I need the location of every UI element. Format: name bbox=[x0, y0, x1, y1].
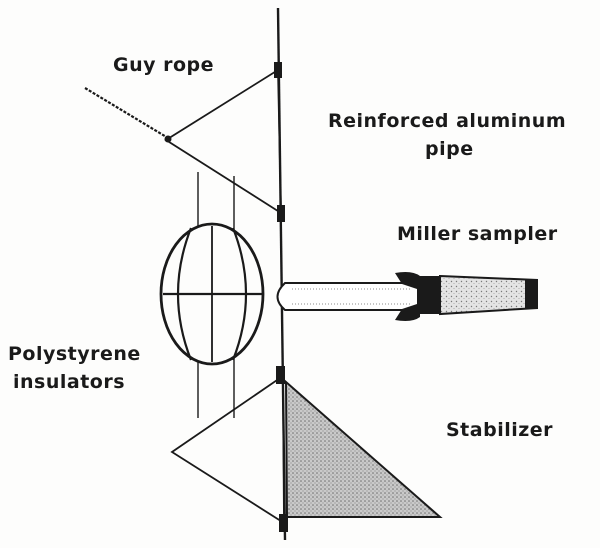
upper-frame-clamp-top bbox=[274, 62, 282, 78]
label-pipe: pipe bbox=[425, 138, 474, 160]
label-polystyrene: Polystyrene bbox=[8, 343, 141, 365]
label-guy-rope: Guy rope bbox=[113, 54, 214, 76]
lower-frame-triangle bbox=[170, 374, 285, 525]
lower-frame-clamp-top bbox=[276, 366, 285, 384]
guy-rope-line bbox=[84, 87, 169, 139]
polystyrene-insulators bbox=[159, 222, 265, 366]
lower-frame-clamp-bottom bbox=[279, 514, 288, 532]
label-reinforced-aluminum: Reinforced aluminum bbox=[328, 110, 566, 132]
miller-sampler bbox=[276, 272, 538, 321]
label-miller-sampler: Miller sampler bbox=[397, 223, 558, 245]
label-stabilizer: Stabilizer bbox=[446, 419, 553, 441]
upper-frame-triangle bbox=[164, 68, 282, 215]
label-insulators: insulators bbox=[13, 371, 125, 393]
stabilizer-fin bbox=[284, 379, 443, 518]
upper-frame-clamp-bottom bbox=[277, 205, 285, 222]
